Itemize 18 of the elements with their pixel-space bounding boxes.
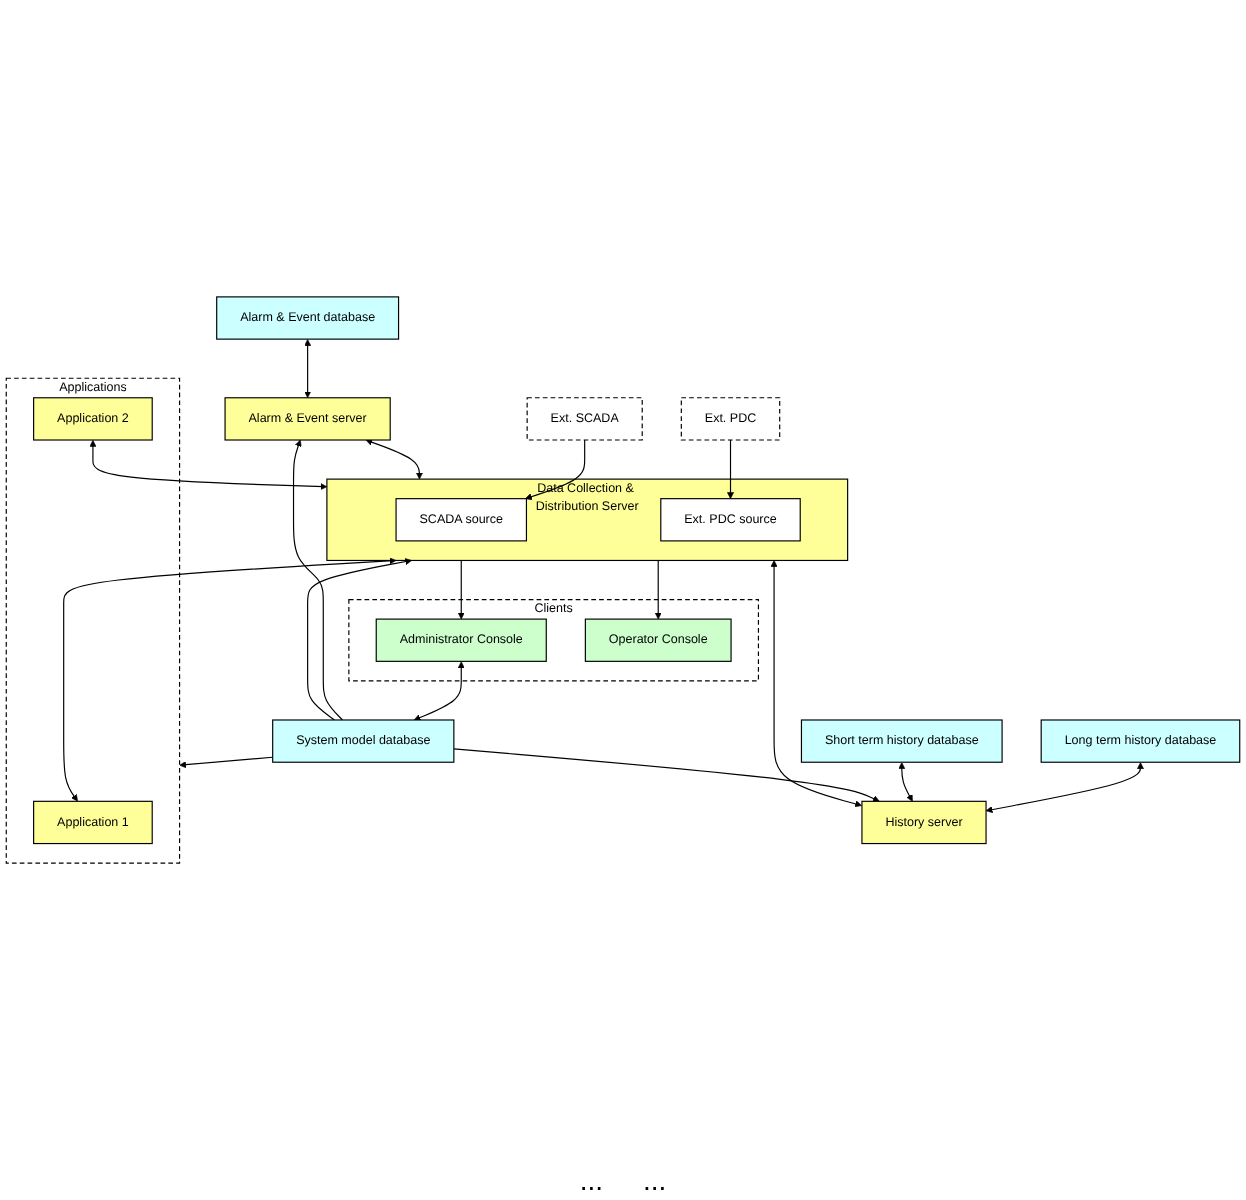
ellipsis-note: ... — [643, 1164, 667, 1196]
arrow — [365, 439, 423, 480]
arrow — [453, 748, 880, 802]
arrow — [654, 559, 662, 620]
arrow — [898, 762, 913, 802]
arrow — [727, 439, 734, 499]
arrow — [179, 756, 274, 769]
arrow — [985, 762, 1144, 813]
arrow — [525, 439, 586, 500]
arrow — [304, 339, 312, 399]
arrow — [292, 439, 344, 721]
arrow — [89, 440, 328, 490]
ellipsis-note: ... — [579, 1164, 603, 1196]
arrow — [307, 558, 412, 721]
arrow — [770, 560, 862, 808]
arrow — [457, 559, 465, 620]
arrow — [413, 661, 465, 721]
arrow — [63, 557, 397, 802]
